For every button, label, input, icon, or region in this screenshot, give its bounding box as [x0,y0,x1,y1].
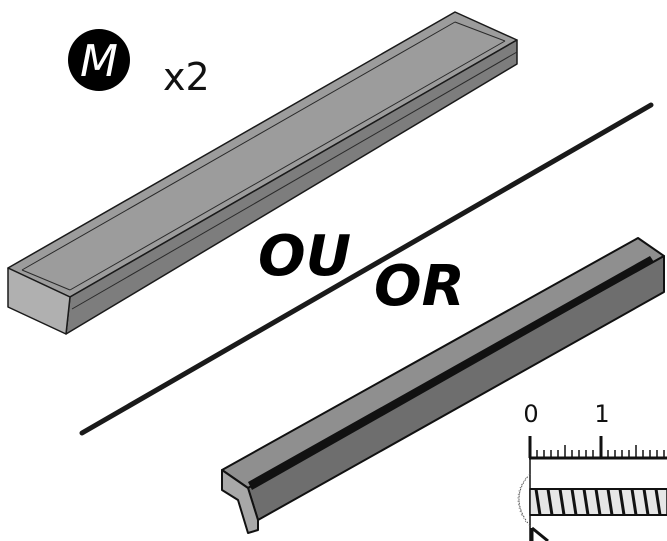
screw-shank [529,488,667,516]
flat-bar-end-face [7,267,71,335]
separator-line [79,102,654,436]
part-badge: M x2 [68,29,210,99]
word-ou: OU [258,224,351,289]
flat-bar-option [7,11,518,335]
part-badge-circle [68,29,130,91]
part-letter: M [80,36,118,87]
word-or: OR [374,254,465,319]
part-quantity: x2 [163,55,210,99]
ruler-with-screw: 0 1 [517,400,667,541]
ruler-minor-ticks [536,445,665,458]
ruler-tick-label-0: 0 [523,400,538,428]
angle-bar-groove [248,256,654,490]
screw-arrow-icon [530,526,549,541]
angle-bar-end-profile [221,469,259,534]
angle-bar-option [221,237,665,534]
ruler-tick-label-1: 1 [594,400,609,428]
